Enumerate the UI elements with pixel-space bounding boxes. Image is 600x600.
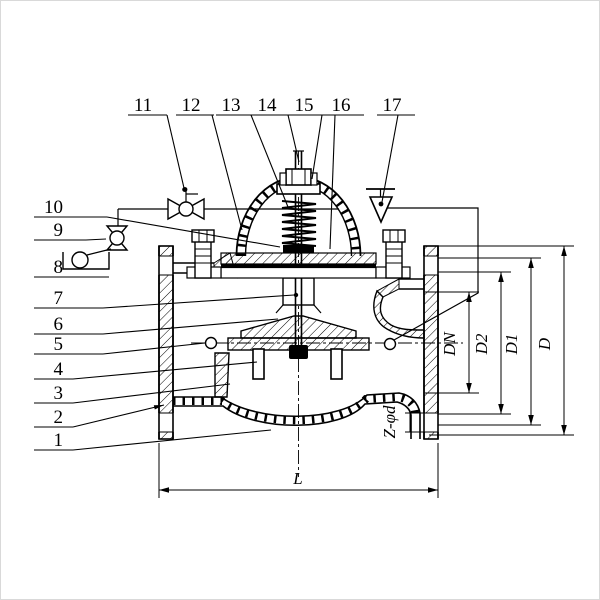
outlet-flange [423,245,439,440]
callout-14: 14 [258,95,278,116]
bonnet-bolts [186,229,411,279]
left-port-hole [204,336,218,350]
svg-text:DN: DN [440,331,459,357]
callouts: 11 12 13 14 15 16 17 10 9 8 7 6 5 4 3 2 … [34,95,415,451]
spring-seat [283,245,314,253]
centerlines [191,151,463,477]
funnel-dot [378,201,384,207]
valve-disc [240,315,357,339]
adjusting-nut [276,168,321,195]
pilot-pipe-right [387,207,479,341]
dimension-d1: D1 [438,257,541,426]
callout-7: 7 [54,288,64,309]
spring [281,200,317,253]
callout-12: 12 [182,95,201,116]
svg-text:Z-φd: Z-φd [380,405,399,439]
dimension-l: L [158,443,439,498]
dimension-bolt-holes: Z-φd [380,405,424,439]
pilot-valve-icon [167,187,205,221]
svg-text:D2: D2 [472,333,491,355]
disc-guide-legs [252,348,343,380]
callout-3: 3 [54,383,64,404]
body-bowl [173,392,421,439]
dimension-d2: D2 [438,271,511,415]
callout-15: 15 [295,95,314,116]
callout-1: 1 [54,430,64,451]
stem-guide-boss [275,277,322,314]
inlet-flange [158,245,174,440]
packing-nut [289,345,308,359]
callout-4: 4 [54,359,64,380]
outlet-passage-wall [373,278,425,339]
left-partition-wall [214,352,230,398]
callout-11: 11 [134,95,152,116]
callout-2: 2 [54,407,64,428]
bonnet-assembly [118,150,411,359]
dimensions: DN D2 D1 D [158,245,574,498]
svg-text:D1: D1 [502,334,521,356]
callout-17: 17 [383,95,402,116]
pilot-circuit [62,187,479,341]
callout-8: 8 [54,257,64,278]
funnel-icon [366,188,395,224]
test-port-icon [62,248,112,270]
needle-valve-icon [105,225,129,251]
callout-9: 9 [54,220,64,241]
callout-10: 10 [44,197,63,218]
callout-6: 6 [54,314,64,335]
callout-13: 13 [222,95,241,116]
diaphragm-clamp [220,252,377,279]
diaphragm [221,264,376,268]
callout-16: 16 [332,95,351,116]
right-port-hole [383,337,397,351]
dimension-d: D [429,245,574,436]
svg-text:L: L [292,469,302,488]
svg-text:D: D [535,337,554,351]
callout-5: 5 [54,334,64,355]
dimension-dn: DN [425,291,479,394]
